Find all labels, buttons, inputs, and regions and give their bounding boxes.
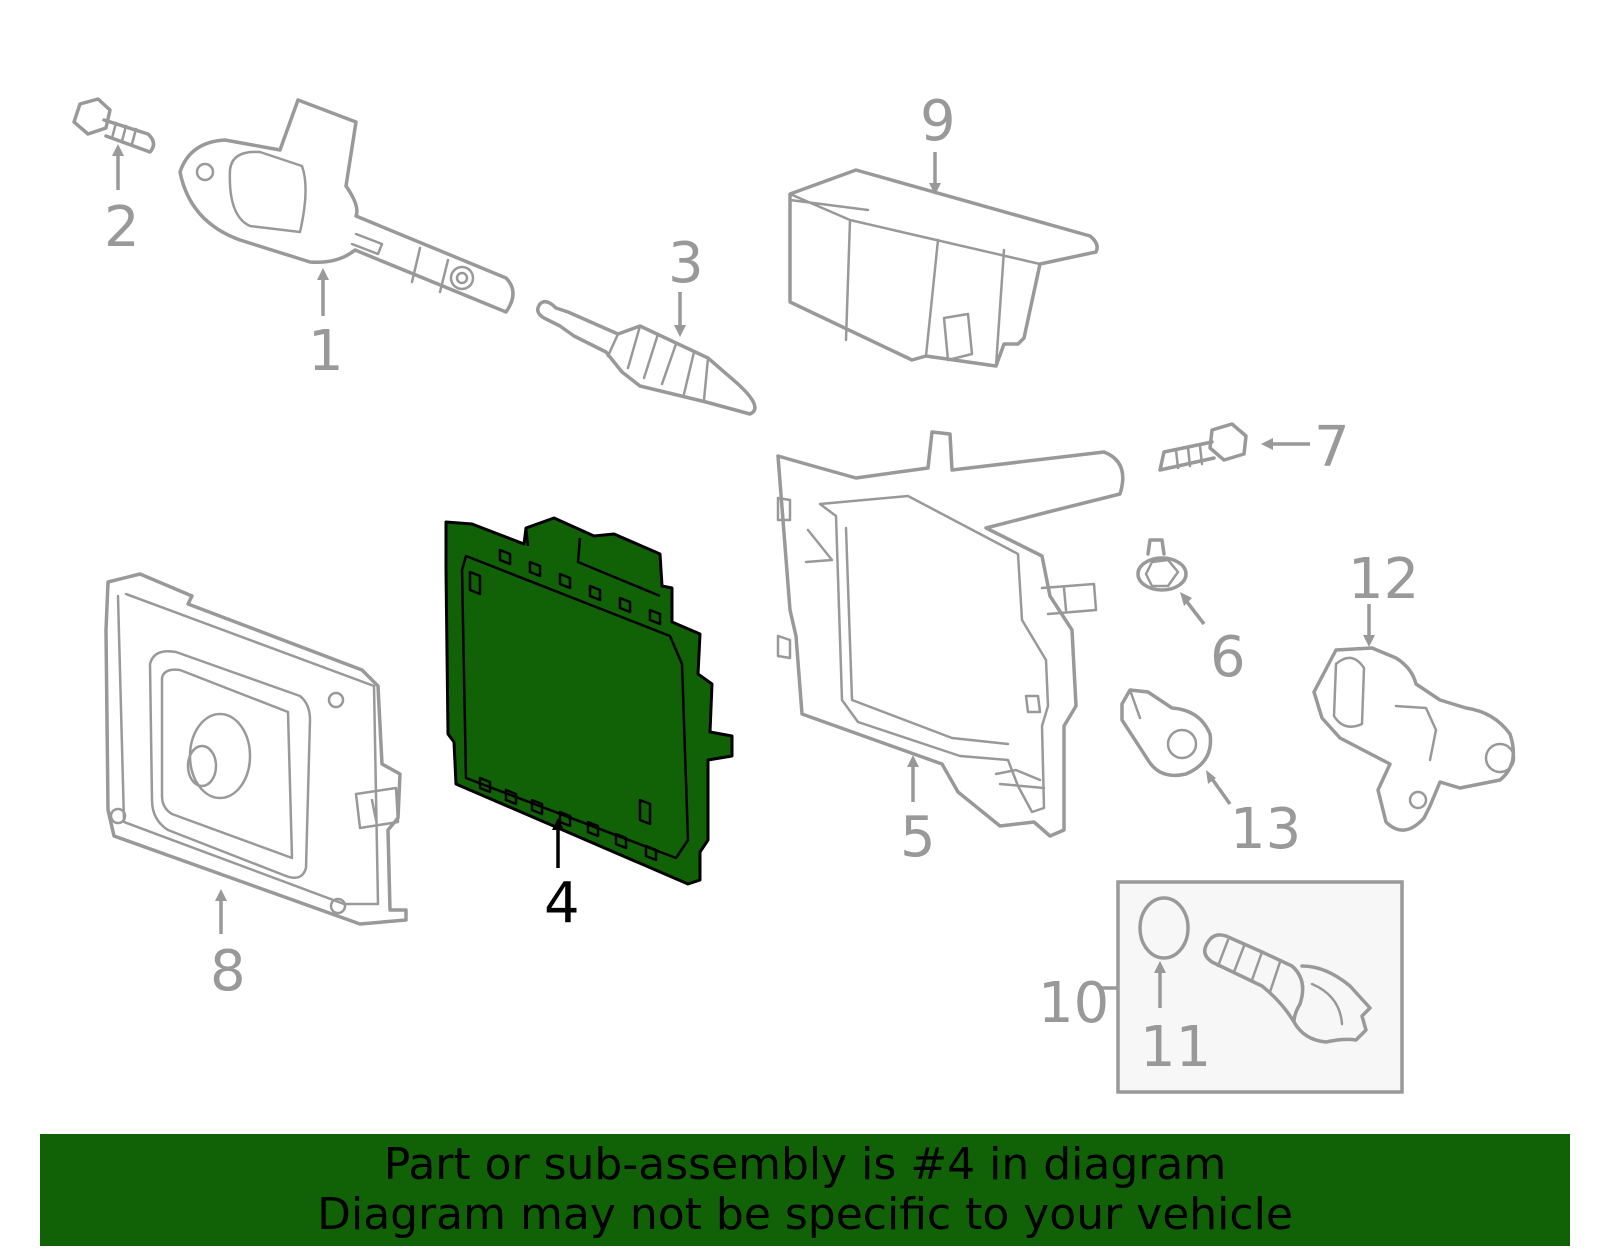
callout-6[interactable]: 6 <box>1210 625 1246 690</box>
part-12-sensor[interactable] <box>1312 646 1516 832</box>
callout-9[interactable]: 9 <box>920 89 956 154</box>
part-10-sensor[interactable] <box>1203 933 1372 1044</box>
callout-13[interactable]: 13 <box>1230 797 1301 862</box>
leader-8-arrow <box>215 889 227 901</box>
leader-6-arrow <box>1180 592 1192 606</box>
leader-13 <box>1208 774 1232 806</box>
callout-1[interactable]: 1 <box>308 319 344 384</box>
part-13-knock-sensor[interactable] <box>1120 688 1213 778</box>
part-7-bolt[interactable] <box>1158 422 1248 472</box>
part-3-spark-plug[interactable] <box>536 300 757 416</box>
part-4-control-module[interactable] <box>444 516 734 886</box>
leader-11-arrow <box>1154 961 1166 973</box>
callout-4[interactable]: 4 <box>544 871 580 936</box>
part-8-module[interactable] <box>104 572 408 926</box>
leader-2-arrow <box>112 144 124 156</box>
part-2-bolt[interactable] <box>72 97 156 154</box>
leader-7-arrow <box>1261 438 1273 450</box>
part-11-o-ring[interactable] <box>1138 896 1190 960</box>
callout-2[interactable]: 2 <box>104 195 140 260</box>
callout-3[interactable]: 3 <box>668 231 704 296</box>
callout-11[interactable]: 11 <box>1140 1015 1211 1080</box>
part-6-clip-bolt[interactable] <box>1136 538 1188 592</box>
callout-8[interactable]: 8 <box>210 939 246 1004</box>
callout-12[interactable]: 12 <box>1348 547 1419 612</box>
callout-5[interactable]: 5 <box>900 805 936 870</box>
part-9-cover[interactable] <box>788 168 1099 368</box>
leader-4-arrow <box>552 818 564 830</box>
banner-line-1: Part or sub-assembly is #4 in diagram <box>383 1139 1227 1190</box>
leader-5-arrow <box>907 755 919 767</box>
leader-12-arrow <box>1363 635 1375 647</box>
leader-9-arrow <box>929 183 941 195</box>
info-banner: Part or sub-assembly is #4 in diagram Di… <box>40 1134 1570 1246</box>
leader-3-arrow <box>674 325 686 337</box>
part-1-ignition-coil[interactable] <box>178 98 515 314</box>
leader-1-arrow <box>317 268 329 280</box>
callout-10[interactable]: 10 <box>1038 971 1109 1036</box>
callout-7[interactable]: 7 <box>1314 415 1350 480</box>
leader-13-arrow <box>1206 770 1216 784</box>
part-5-bracket[interactable] <box>776 430 1125 838</box>
banner-line-2: Diagram may not be specific to your vehi… <box>317 1189 1293 1240</box>
